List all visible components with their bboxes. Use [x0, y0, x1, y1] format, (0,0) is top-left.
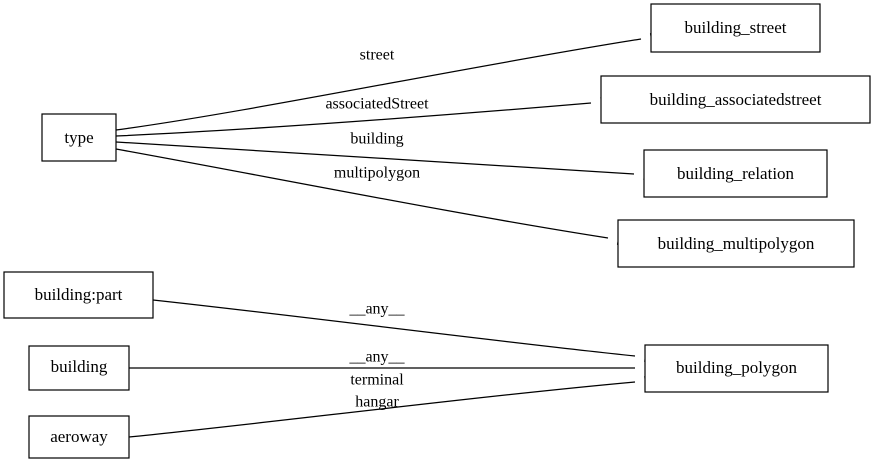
node-label: building_relation: [677, 164, 795, 183]
edge-path: [115, 148, 609, 239]
node-label: building_street: [685, 18, 787, 37]
edge-building-part-to-building-polygon[interactable]: [152, 299, 657, 363]
edge-path: [152, 299, 636, 357]
node-building-associatedstreet[interactable]: building_associatedstreet: [600, 75, 871, 124]
node-building-street[interactable]: building_street: [650, 3, 821, 53]
node-label: building_polygon: [676, 358, 797, 377]
node-building-part[interactable]: building:part: [3, 271, 154, 319]
edge-path: [115, 102, 592, 137]
node-label: type: [64, 128, 93, 147]
node-box: [643, 149, 828, 198]
node-label: building: [51, 357, 108, 376]
node-label: building:part: [35, 285, 123, 304]
node-building-multipolygon[interactable]: building_multipolygon: [617, 219, 855, 268]
edge-path: [115, 141, 635, 175]
node-building-relation[interactable]: building_relation: [643, 149, 828, 198]
node-box: [41, 113, 117, 162]
edge-label-hangar: hangar: [355, 394, 399, 411]
node-building[interactable]: building: [28, 345, 130, 391]
edge-label-any-building-part: __any__: [348, 301, 405, 318]
node-label: building_associatedstreet: [650, 90, 822, 109]
node-box: [3, 271, 154, 319]
node-building-polygon[interactable]: building_polygon: [644, 344, 829, 393]
node-box: [644, 344, 829, 393]
edge-path: [115, 38, 642, 131]
node-box: [617, 219, 855, 268]
node-type[interactable]: type: [41, 113, 117, 162]
edge-label-terminal: terminal: [350, 372, 404, 389]
edge-type-to-building-multipolygon[interactable]: [115, 148, 630, 246]
edge-label-building: building: [350, 131, 403, 148]
node-box: [650, 3, 821, 53]
node-box: [28, 415, 130, 459]
node-label: aeroway: [50, 427, 108, 446]
node-box: [600, 75, 871, 124]
edge-label-any-building: __any__: [348, 349, 405, 366]
node-aeroway[interactable]: aeroway: [28, 415, 130, 459]
edge-path: [128, 381, 636, 438]
edge-labels-layer: street associatedStreet building multipo…: [325, 47, 429, 411]
edge-label-associatedstreet: associatedStreet: [325, 96, 429, 113]
node-box: [28, 345, 130, 391]
edge-label-multipolygon: multipolygon: [334, 165, 420, 182]
nodes-layer: type building_street building_associated…: [3, 3, 871, 459]
node-label: building_multipolygon: [658, 234, 815, 253]
edge-label-street: street: [360, 47, 395, 64]
